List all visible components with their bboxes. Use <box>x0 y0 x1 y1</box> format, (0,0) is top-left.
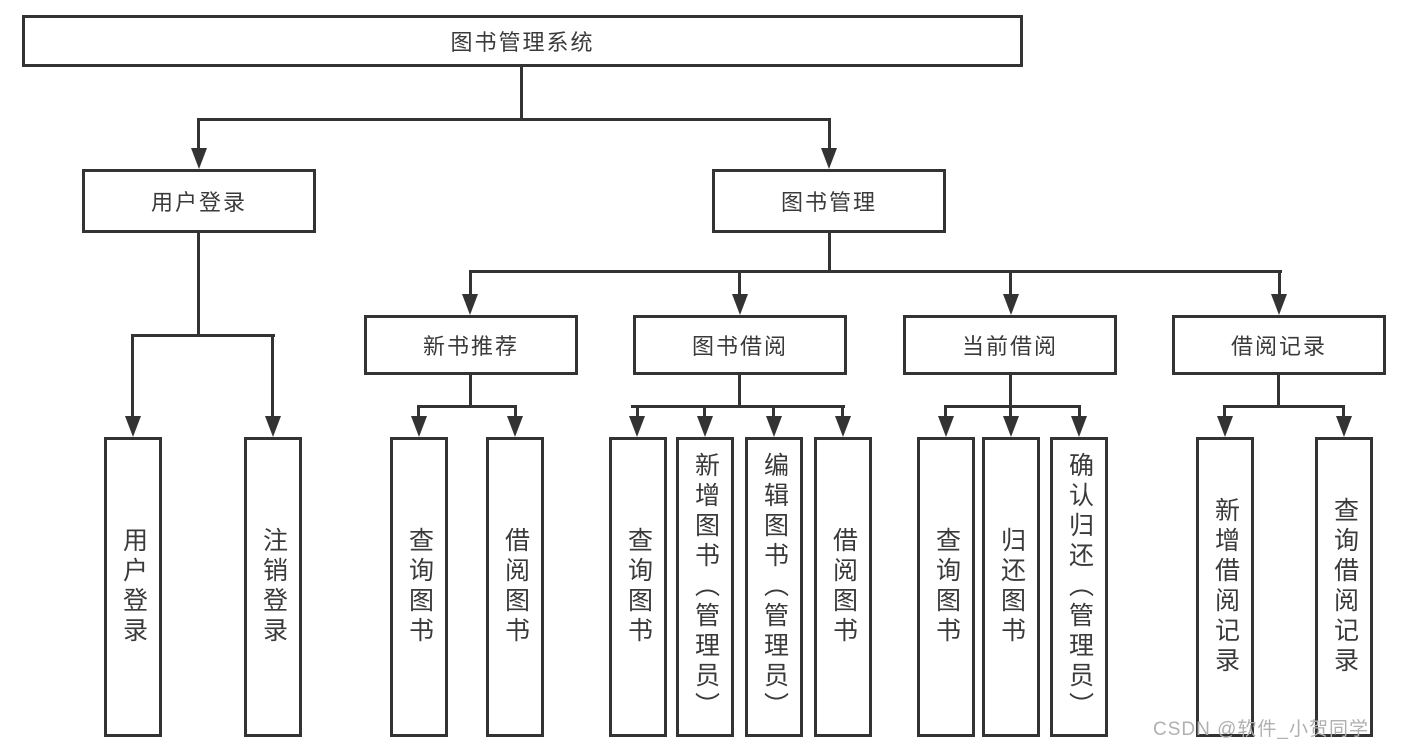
connector-bar <box>1223 405 1345 408</box>
leaf-query-books-current: 查询图书 <box>917 437 975 737</box>
connector-bar <box>417 405 517 408</box>
arrowhead-down-icon <box>821 148 837 169</box>
connector-stem <box>1223 405 1226 419</box>
connector-stem <box>469 373 472 407</box>
connector-stem <box>197 118 200 151</box>
arrowhead-down-icon <box>766 416 782 437</box>
node-book-management: 图书管理 <box>712 169 946 233</box>
arrowhead-down-icon <box>265 416 281 437</box>
connector-bar <box>469 270 1282 273</box>
arrowhead-down-icon <box>1217 416 1233 437</box>
arrowhead-down-icon <box>411 416 427 437</box>
leaf-confirm-return-admin: 确认归还（管理员） <box>1050 437 1108 737</box>
node-borrow-records: 借阅记录 <box>1172 315 1386 375</box>
connector-stem <box>1009 405 1012 419</box>
arrowhead-down-icon <box>1003 294 1019 315</box>
connector-stem <box>738 373 741 407</box>
connector-stem <box>131 334 134 418</box>
leaf-borrow-books-recommend: 借阅图书 <box>486 437 544 737</box>
arrowhead-down-icon <box>732 294 748 315</box>
node-new-book-recommend: 新书推荐 <box>364 315 578 375</box>
connector-stem <box>514 405 517 419</box>
connector-stem <box>1277 373 1280 407</box>
connector-bar <box>631 405 845 408</box>
connector-stem <box>944 405 947 419</box>
leaf-user-login: 用户登录 <box>104 437 162 737</box>
arrowhead-down-icon <box>1071 416 1087 437</box>
leaf-edit-book-admin: 编辑图书（管理员） <box>745 437 803 737</box>
node-library-management-system: 图书管理系统 <box>22 15 1023 67</box>
leaf-add-borrow-record: 新增借阅记录 <box>1196 437 1254 737</box>
connector-stem <box>1009 373 1012 407</box>
connector-stem <box>1278 270 1281 297</box>
connector-stem <box>828 233 831 272</box>
connector-stem <box>469 270 472 297</box>
connector-stem <box>1009 270 1012 297</box>
arrowhead-down-icon <box>629 416 645 437</box>
arrowhead-down-icon <box>1271 294 1287 315</box>
arrowhead-down-icon <box>1336 416 1352 437</box>
leaf-query-books-borrow: 查询图书 <box>609 437 667 737</box>
connector-stem <box>417 405 420 419</box>
arrowhead-down-icon <box>1003 416 1019 437</box>
csdn-watermark: CSDN @软件_小贺同学 <box>1153 719 1369 740</box>
connector-stem <box>828 118 831 151</box>
connector-stem <box>197 233 200 336</box>
connector-stem <box>772 405 775 419</box>
arrowhead-down-icon <box>938 416 954 437</box>
arrowhead-down-icon <box>507 416 523 437</box>
leaf-query-borrow-record: 查询借阅记录 <box>1315 437 1373 737</box>
connector-stem <box>636 405 639 419</box>
leaf-borrow-books: 借阅图书 <box>814 437 872 737</box>
node-user-login: 用户登录 <box>82 169 316 233</box>
connector-stem <box>703 405 706 419</box>
arrowhead-down-icon <box>462 294 478 315</box>
node-current-borrow: 当前借阅 <box>903 315 1117 375</box>
arrowhead-down-icon <box>191 148 207 169</box>
connector-stem <box>738 270 741 297</box>
connector-stem <box>841 405 844 419</box>
arrowhead-down-icon <box>125 416 141 437</box>
connector-bar <box>131 334 275 337</box>
arrowhead-down-icon <box>835 416 851 437</box>
leaf-add-book-admin: 新增图书（管理员） <box>676 437 734 737</box>
leaf-logout: 注销登录 <box>244 437 302 737</box>
connector-root-stem <box>520 66 523 120</box>
leaf-return-book: 归还图书 <box>982 437 1040 737</box>
leaf-query-books-recommend: 查询图书 <box>390 437 448 737</box>
connector-root-bar <box>197 118 831 121</box>
arrowhead-down-icon <box>697 416 713 437</box>
connector-stem <box>271 334 274 418</box>
connector-stem <box>1342 405 1345 419</box>
connector-stem <box>1078 405 1081 419</box>
node-book-borrow: 图书借阅 <box>633 315 847 375</box>
connector-bar <box>944 405 1081 408</box>
